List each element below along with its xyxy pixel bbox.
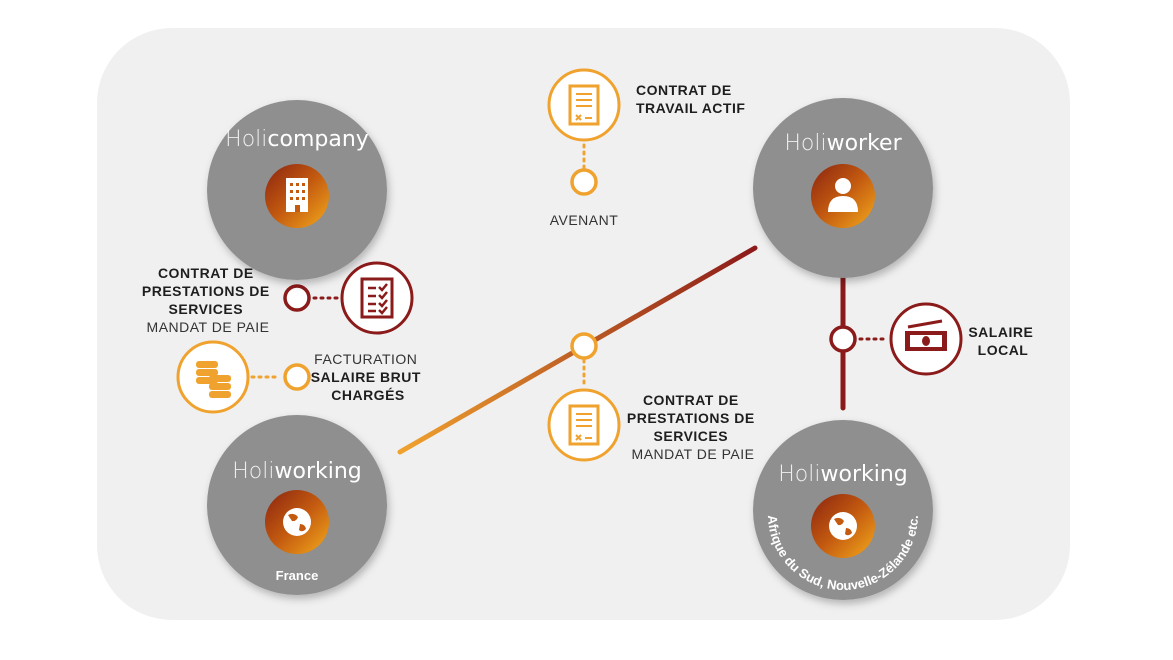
junction-top	[570, 168, 598, 196]
junction-left-billing	[283, 363, 311, 391]
diagonal-link-label: CONTRAT DE PRESTATIONS DE SERVICES MANDA…	[627, 392, 759, 462]
banknote-icon	[889, 302, 963, 376]
node-holicompany: Holicompany	[207, 100, 387, 280]
brand-suffix: working	[820, 462, 907, 487]
svg-text:Holicompany: Holicompany	[225, 127, 369, 152]
brand-prefix: Holi	[225, 127, 267, 152]
brand-prefix: Holi	[232, 459, 274, 484]
billing-label: FACTURATION SALAIRE BRUT CHARGÉS	[311, 351, 426, 403]
contract-icon	[547, 388, 621, 462]
junction-left-contract	[283, 284, 311, 312]
svg-text:Holiworking: Holiworking	[232, 459, 362, 484]
top-link-avenant: AVENANT	[550, 212, 619, 228]
junction-right	[829, 325, 857, 353]
brand-prefix: Holi	[784, 131, 826, 156]
globe-icon	[829, 512, 857, 540]
contract-icon	[547, 68, 621, 142]
node-holiworking-local: Holiworking Afrique du Sud, Nouvelle-Zél…	[753, 420, 933, 600]
checklist-icon	[340, 261, 414, 335]
brand-suffix: working	[274, 459, 361, 484]
dotted-connectors	[250, 143, 890, 390]
node-holiworking-france: Holiworking France	[207, 415, 387, 595]
person-icon	[828, 178, 858, 212]
coins-icon	[176, 340, 250, 414]
left-link-label: CONTRAT DE PRESTATIONS DE SERVICES MANDA…	[142, 265, 274, 335]
svg-text:Holiworking: Holiworking	[778, 462, 908, 487]
junction-diagonal	[570, 332, 598, 360]
node-holiworker: Holiworker	[753, 98, 933, 278]
brand-suffix: worker	[827, 131, 903, 156]
globe-icon	[283, 508, 311, 536]
brand-prefix: Holi	[778, 462, 820, 487]
right-link-label: SALAIRE LOCAL	[968, 324, 1037, 358]
svg-text:Holiworker: Holiworker	[784, 131, 902, 156]
country-label: France	[276, 568, 319, 583]
building-icon	[286, 178, 308, 212]
brand-suffix: company	[267, 127, 368, 152]
